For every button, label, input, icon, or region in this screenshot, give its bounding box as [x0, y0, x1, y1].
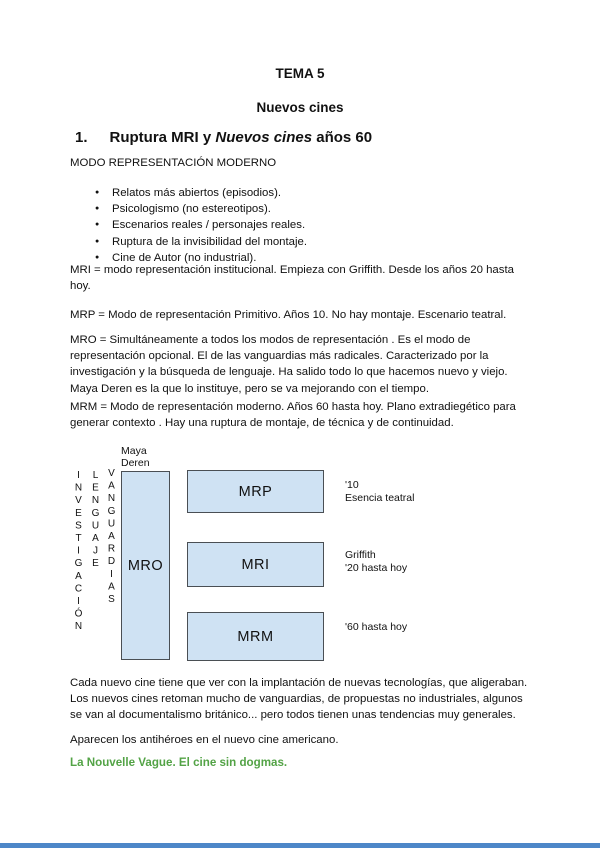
diagram-box-mri-label: MRI — [241, 556, 270, 573]
section-heading: 1. Ruptura MRI y Nuevos cines años 60 — [75, 128, 372, 147]
diagram-box-mrm: MRM — [187, 612, 324, 661]
annotation-mrp-line2: Esencia teatral — [345, 492, 415, 504]
list-item: Escenarios reales / personajes reales. — [95, 217, 525, 233]
paragraph-cada-nuevo-cine: Cada nuevo cine tiene que ver con la imp… — [70, 677, 528, 722]
section-number: 1. — [75, 129, 88, 146]
heading-text-suffix: años 60 — [312, 129, 373, 146]
diagram-box-mro: MRO — [121, 471, 170, 660]
diagram-box-mrp: MRP — [187, 470, 324, 513]
maya-label-line1: Maya — [121, 445, 147, 457]
vertical-word-vanguardias: VANGUARDIAS — [106, 468, 117, 607]
page-bottom-bar — [0, 843, 600, 848]
paragraph-nouvelle-vague: La Nouvelle Vague. El cine sin dogmas. — [70, 756, 288, 769]
diagram-box-mrp-label: MRP — [238, 483, 273, 500]
doc-subtitle: Nuevos cines — [256, 100, 344, 115]
paragraph-mrm: MRM = Modo de representación moderno. Añ… — [70, 401, 516, 430]
list-item: Cine de Autor (no industrial). — [95, 250, 525, 266]
section-heading-text: Ruptura MRI y Nuevos cines años 60 — [110, 128, 373, 147]
bullet-list: Relatos más abiertos (episodios). Psicol… — [95, 185, 525, 266]
annotation-mri-line1: Griffith — [345, 549, 376, 561]
list-item: Psicologismo (no estereotipos). — [95, 201, 525, 217]
list-item: Ruptura de la invisibilidad del montaje. — [95, 234, 525, 250]
paragraph-mrp: MRP = Modo de representación Primitivo. … — [70, 309, 507, 321]
paragraph-mro: MRO = Simultáneamente a todos los modos … — [70, 334, 508, 395]
vertical-word-investigacion: INVESTIGACIÓN — [73, 470, 84, 634]
annotation-mri-line2: '20 hasta hoy — [345, 562, 408, 574]
diagram-box-mri: MRI — [187, 542, 324, 587]
doc-title: TEMA 5 — [275, 66, 325, 81]
intro-label: MODO REPRESENTACIÓN MODERNO — [70, 157, 277, 169]
annotation-mrm-line1: '60 hasta hoy — [345, 621, 408, 633]
annotation-mrp-line1: '10 — [345, 479, 359, 491]
diagram-maya-deren-label: Maya Deren — [121, 445, 150, 469]
maya-label-line2: Deren — [121, 456, 150, 469]
annotation-mrp: '10 Esencia teatral — [345, 479, 414, 505]
heading-text-italic: Nuevos cines — [215, 129, 313, 146]
diagram-box-mrm-label: MRM — [237, 628, 274, 645]
paragraph-mri: MRI = modo representación institucional.… — [70, 264, 514, 293]
list-item: Relatos más abiertos (episodios). — [95, 185, 525, 201]
heading-text-prefix: Ruptura MRI y — [109, 129, 216, 146]
diagram-box-mro-label: MRO — [127, 557, 164, 574]
paragraph-antiheroes: Aparecen los antihéroes en el nuevo cine… — [70, 734, 339, 746]
annotation-mri: Griffith '20 hasta hoy — [345, 549, 407, 575]
vertical-word-lenguaje: LENGUAJE — [90, 470, 101, 571]
annotation-mrm: '60 hasta hoy — [345, 621, 407, 634]
